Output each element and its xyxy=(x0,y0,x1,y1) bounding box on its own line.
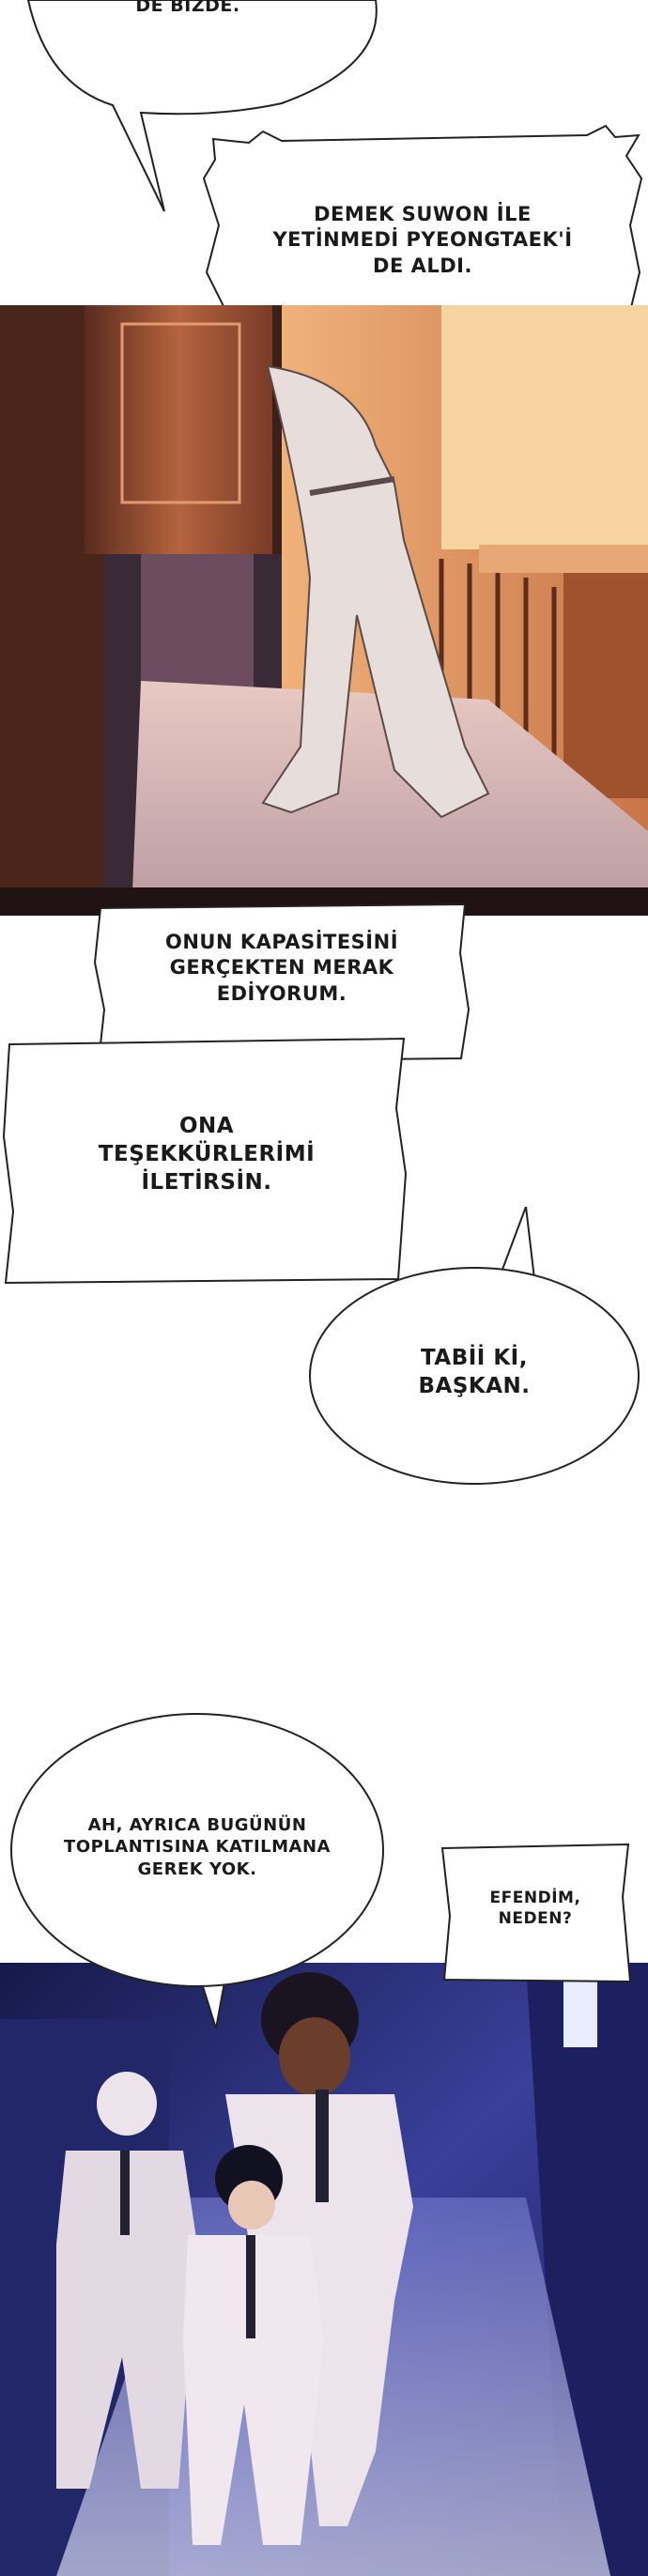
narration-text-1: DEMEK SUWON İLE YETİNMEDİ PYEONGTAEK'İ D… xyxy=(272,203,573,277)
speech-bubble-reply xyxy=(309,1207,640,1485)
narration-box-2 xyxy=(93,902,471,1064)
speech-bubble-top xyxy=(26,0,378,212)
narration-box-4 xyxy=(440,1843,632,1983)
bubble-text-6: AH, AYRICA BUGÜNÜN TOPLANTISINA KATILMAN… xyxy=(64,1815,331,1879)
bubble-text-5: TABİİ Kİ, BAŞKAN. xyxy=(418,1346,531,1398)
speech-bubble-boss xyxy=(10,1713,384,2029)
corridor-panel xyxy=(0,1963,648,2576)
narration-text-4: EFENDİM, NEDEN? xyxy=(489,1889,581,1929)
narration-text-2: ONUN KAPASİTESİNİ GERÇEKTEN MERAK EDİYOR… xyxy=(164,931,399,1005)
narration-text-3: ONA TEŞEKKÜRLERİMİ İLETİRSİN. xyxy=(98,1114,316,1195)
bubble-text-1: DE BİZDE. xyxy=(135,0,240,16)
kitchen-panel xyxy=(0,305,648,916)
